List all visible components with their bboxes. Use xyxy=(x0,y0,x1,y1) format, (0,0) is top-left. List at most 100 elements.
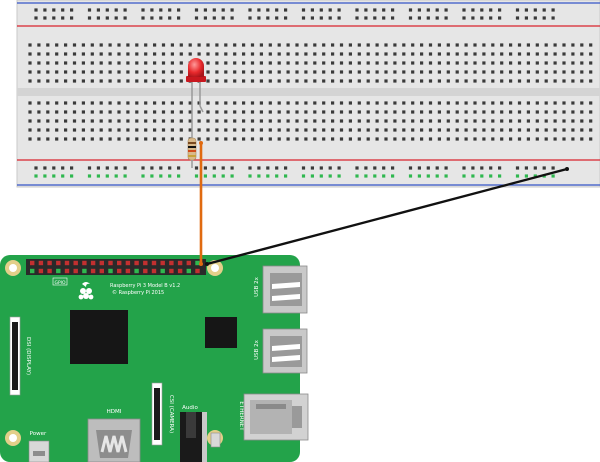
breadboard-hole xyxy=(331,43,335,47)
breadboard-hole xyxy=(277,52,281,56)
breadboard-hole xyxy=(37,101,41,105)
gpio-pin xyxy=(134,260,139,266)
breadboard-hole xyxy=(126,110,130,114)
breadboard-hole xyxy=(384,61,388,65)
gpio-pin xyxy=(151,260,157,266)
soc-chip xyxy=(70,310,128,364)
breadboard-hole xyxy=(473,110,477,114)
breadboard-hole xyxy=(491,101,495,105)
breadboard-hole xyxy=(117,137,121,141)
breadboard-hole xyxy=(34,8,38,12)
breadboard-hole xyxy=(250,52,255,56)
breadboard-hole xyxy=(526,137,530,141)
breadboard-hole xyxy=(384,128,388,132)
breadboard-hole xyxy=(498,174,502,178)
gpio-pin xyxy=(90,260,96,266)
breadboard-hole xyxy=(544,43,548,47)
breadboard-hole xyxy=(304,52,308,56)
breadboard-hole xyxy=(188,119,192,123)
breadboard-hole xyxy=(99,128,103,132)
gpio-pin xyxy=(90,268,96,274)
breadboard-hole xyxy=(242,128,246,132)
breadboard-hole xyxy=(355,8,359,12)
breadboard-hole xyxy=(301,8,306,12)
usb1-label: USB 2x xyxy=(254,276,260,297)
breadboard-hole xyxy=(161,137,166,141)
gpio-pin xyxy=(177,260,183,266)
breadboard-hole xyxy=(268,101,272,105)
breadboard-hole xyxy=(304,128,308,132)
breadboard-hole xyxy=(259,101,263,105)
breadboard-hole xyxy=(72,101,77,105)
breadboard-hole xyxy=(28,43,32,47)
breadboard-hole xyxy=(464,61,468,65)
breadboard-hole xyxy=(355,16,359,20)
breadboard-hole xyxy=(221,174,225,178)
breadboard-hole xyxy=(170,110,174,114)
breadboard-hole xyxy=(437,110,441,114)
breadboard-hole xyxy=(37,119,41,123)
breadboard-hole xyxy=(526,52,530,56)
breadboard-hole xyxy=(375,43,379,47)
breadboard-hole xyxy=(153,52,157,56)
breadboard-hole xyxy=(357,61,361,65)
breadboard-hole xyxy=(105,174,109,178)
breadboard-hole xyxy=(500,119,504,123)
breadboard-hole xyxy=(482,137,486,141)
breadboard-hole xyxy=(123,8,127,12)
breadboard-hole xyxy=(268,79,272,83)
breadboard-hole xyxy=(177,174,181,178)
breadboard-hole xyxy=(90,110,94,114)
breadboard-hole xyxy=(242,79,246,83)
breadboard-hole xyxy=(348,79,352,83)
breadboard-hole xyxy=(268,70,272,74)
breadboard-hole xyxy=(402,52,406,56)
breadboard-hole xyxy=(526,128,530,132)
gpio-pin xyxy=(30,268,35,274)
gpio-pin xyxy=(169,260,174,266)
breadboard-hole xyxy=(589,61,593,65)
hdmi-label: HDMI xyxy=(107,409,122,415)
breadboard-hole xyxy=(28,137,32,141)
breadboard-hole xyxy=(571,79,575,83)
breadboard-hole xyxy=(428,70,433,74)
breadboard-hole xyxy=(364,166,368,170)
csi-label: CSI (CAMERA) xyxy=(168,395,174,433)
breadboard-hole xyxy=(348,52,352,56)
orange-wire-end-breadboard xyxy=(199,141,203,145)
breadboard-hole xyxy=(224,137,228,141)
breadboard-hole xyxy=(250,119,255,123)
breadboard-hole xyxy=(304,61,308,65)
breadboard-hole xyxy=(357,119,361,123)
breadboard-hole xyxy=(150,8,154,12)
breadboard-hole xyxy=(428,79,433,83)
gpio-pin xyxy=(134,268,139,274)
breadboard-hole xyxy=(72,110,77,114)
breadboard-hole xyxy=(197,43,201,47)
breadboard-hole xyxy=(366,70,370,74)
breadboard-hole xyxy=(250,70,255,74)
breadboard-hole xyxy=(420,61,424,65)
breadboard-hole xyxy=(177,8,181,12)
breadboard-hole xyxy=(242,43,246,47)
breadboard-hole xyxy=(384,119,388,123)
breadboard-hole xyxy=(179,110,183,114)
breadboard-hole xyxy=(348,119,352,123)
breadboard-hole xyxy=(533,166,537,170)
breadboard-hole xyxy=(339,70,344,74)
breadboard-hole xyxy=(535,137,539,141)
breadboard-hole xyxy=(141,174,145,178)
breadboard-hole xyxy=(144,110,148,114)
breadboard-hole xyxy=(52,174,56,178)
breadboard-hole xyxy=(257,8,261,12)
breadboard-hole xyxy=(408,16,413,20)
breadboard-hole xyxy=(206,79,210,83)
breadboard-hole xyxy=(515,166,520,170)
breadboard-hole xyxy=(170,79,174,83)
breadboard-hole xyxy=(562,43,566,47)
breadboard-hole xyxy=(571,128,575,132)
breadboard-hole xyxy=(268,61,272,65)
breadboard-hole xyxy=(319,16,323,20)
breadboard-hole xyxy=(203,174,207,178)
